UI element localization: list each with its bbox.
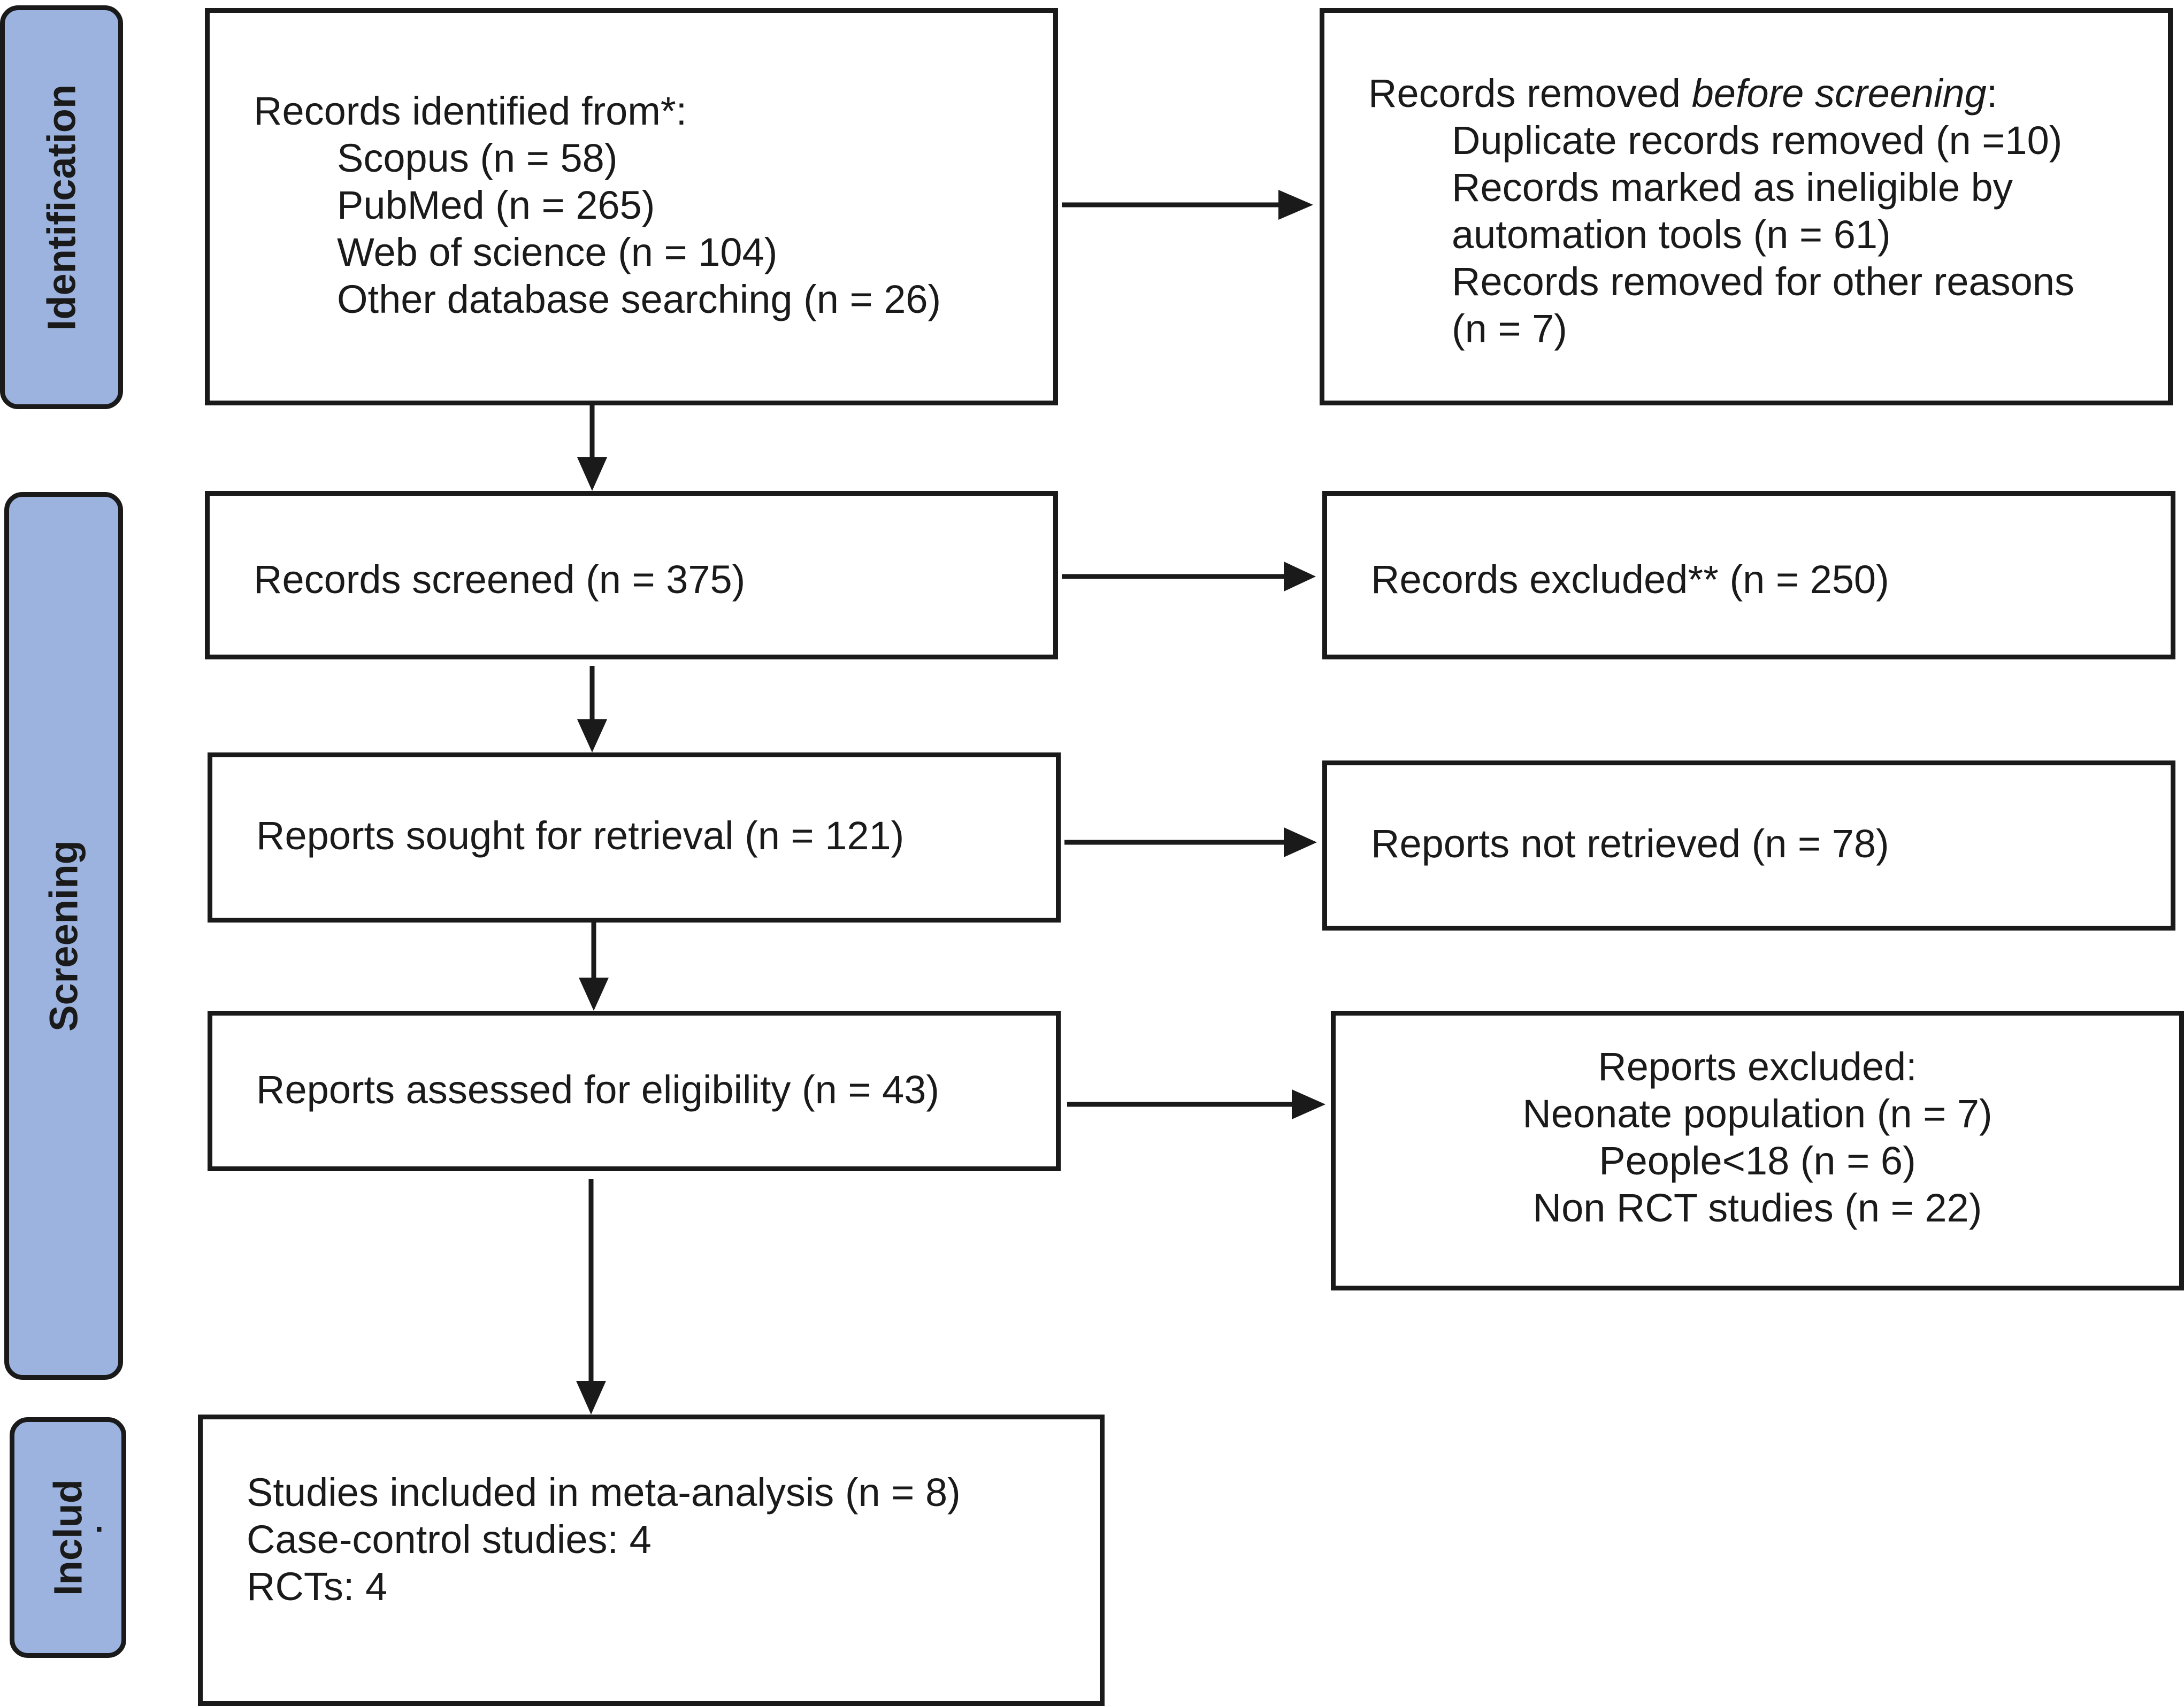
arrowhead-sought-to-not-retrieved [1284, 827, 1317, 857]
arrowhead-assessed-to-included [576, 1381, 606, 1415]
records-removed-box: Records removed before screening: Duplic… [1320, 8, 2173, 405]
arrowhead-screened-to-excluded [1284, 562, 1316, 591]
studies-included-list: Studies included in meta-analysis (n = 8… [247, 1469, 961, 1610]
removed-automation-line2: automation tools (n = 61) [1452, 212, 1891, 257]
phase-included-mark: . [95, 1503, 104, 1539]
reports-excluded-heading: Reports excluded: [1598, 1044, 1917, 1089]
excluded-neonate: Neonate population (n = 7) [1522, 1092, 1993, 1136]
records-identified-heading: Records identified from*: [254, 89, 687, 133]
source-other-databases: Other database searching (n = 26) [337, 277, 941, 321]
records-screened-text: Records screened (n = 375) [254, 557, 746, 602]
studies-included-total: Studies included in meta-analysis (n = 8… [247, 1470, 961, 1515]
records-identified-list: Records identified from*: Scopus (n = 58… [254, 88, 941, 323]
records-excluded-text: Records excluded** (n = 250) [1371, 557, 1889, 602]
records-identified-box: Records identified from*: Scopus (n = 58… [205, 8, 1058, 405]
arrowhead-identified-to-removed [1278, 190, 1313, 220]
phase-screening: Screening [4, 492, 123, 1380]
removed-duplicates: Duplicate records removed (n =10) [1452, 118, 2063, 163]
case-control-count: Case-control studies: 4 [247, 1517, 652, 1562]
arrowhead-assessed-to-excluded [1292, 1089, 1325, 1119]
phase-identification: Identification [0, 5, 123, 409]
reports-assessed-text: Reports assessed for eligibility (n = 43… [256, 1067, 940, 1112]
rct-count: RCTs: 4 [247, 1564, 388, 1609]
reports-sought-box: Reports sought for retrieval (n = 121) [208, 752, 1061, 923]
reports-excluded-list: Reports excluded: Neonate population (n … [1336, 1043, 2179, 1232]
excluded-non-rct: Non RCT studies (n = 22) [1532, 1186, 1982, 1230]
removed-other-line1: Records removed for other reasons [1452, 259, 2074, 304]
source-pubmed: PubMed (n = 265) [337, 183, 655, 227]
records-screened-box: Records screened (n = 375) [205, 491, 1058, 659]
records-removed-heading: Records removed before screening: [1368, 71, 1998, 116]
reports-sought-text: Reports sought for retrieval (n = 121) [256, 813, 905, 858]
arrowhead-identified-to-screened [577, 457, 607, 491]
reports-assessed-box: Reports assessed for eligibility (n = 43… [208, 1011, 1061, 1171]
reports-not-retrieved-box: Reports not retrieved (n = 78) [1322, 760, 2175, 931]
reports-not-retrieved-text: Reports not retrieved (n = 78) [1371, 821, 1889, 866]
source-scopus: Scopus (n = 58) [337, 136, 618, 180]
phase-included: Includ . [10, 1417, 126, 1658]
before-screening-emphasis: before screening [1691, 71, 1987, 116]
arrowhead-screened-to-sought [577, 719, 607, 752]
arrowhead-sought-to-assessed [579, 978, 609, 1011]
removed-other-line2: (n = 7) [1452, 306, 1567, 351]
removed-automation-line1: Records marked as ineligible by [1452, 165, 2013, 210]
records-removed-list: Records removed before screening: Duplic… [1368, 70, 2074, 352]
records-excluded-box: Records excluded** (n = 250) [1322, 491, 2175, 659]
excluded-under-18: People<18 (n = 6) [1599, 1139, 1916, 1183]
reports-excluded-box: Reports excluded: Neonate population (n … [1331, 1011, 2184, 1290]
source-web-of-science: Web of science (n = 104) [337, 230, 778, 274]
studies-included-box: Studies included in meta-analysis (n = 8… [198, 1415, 1105, 1706]
